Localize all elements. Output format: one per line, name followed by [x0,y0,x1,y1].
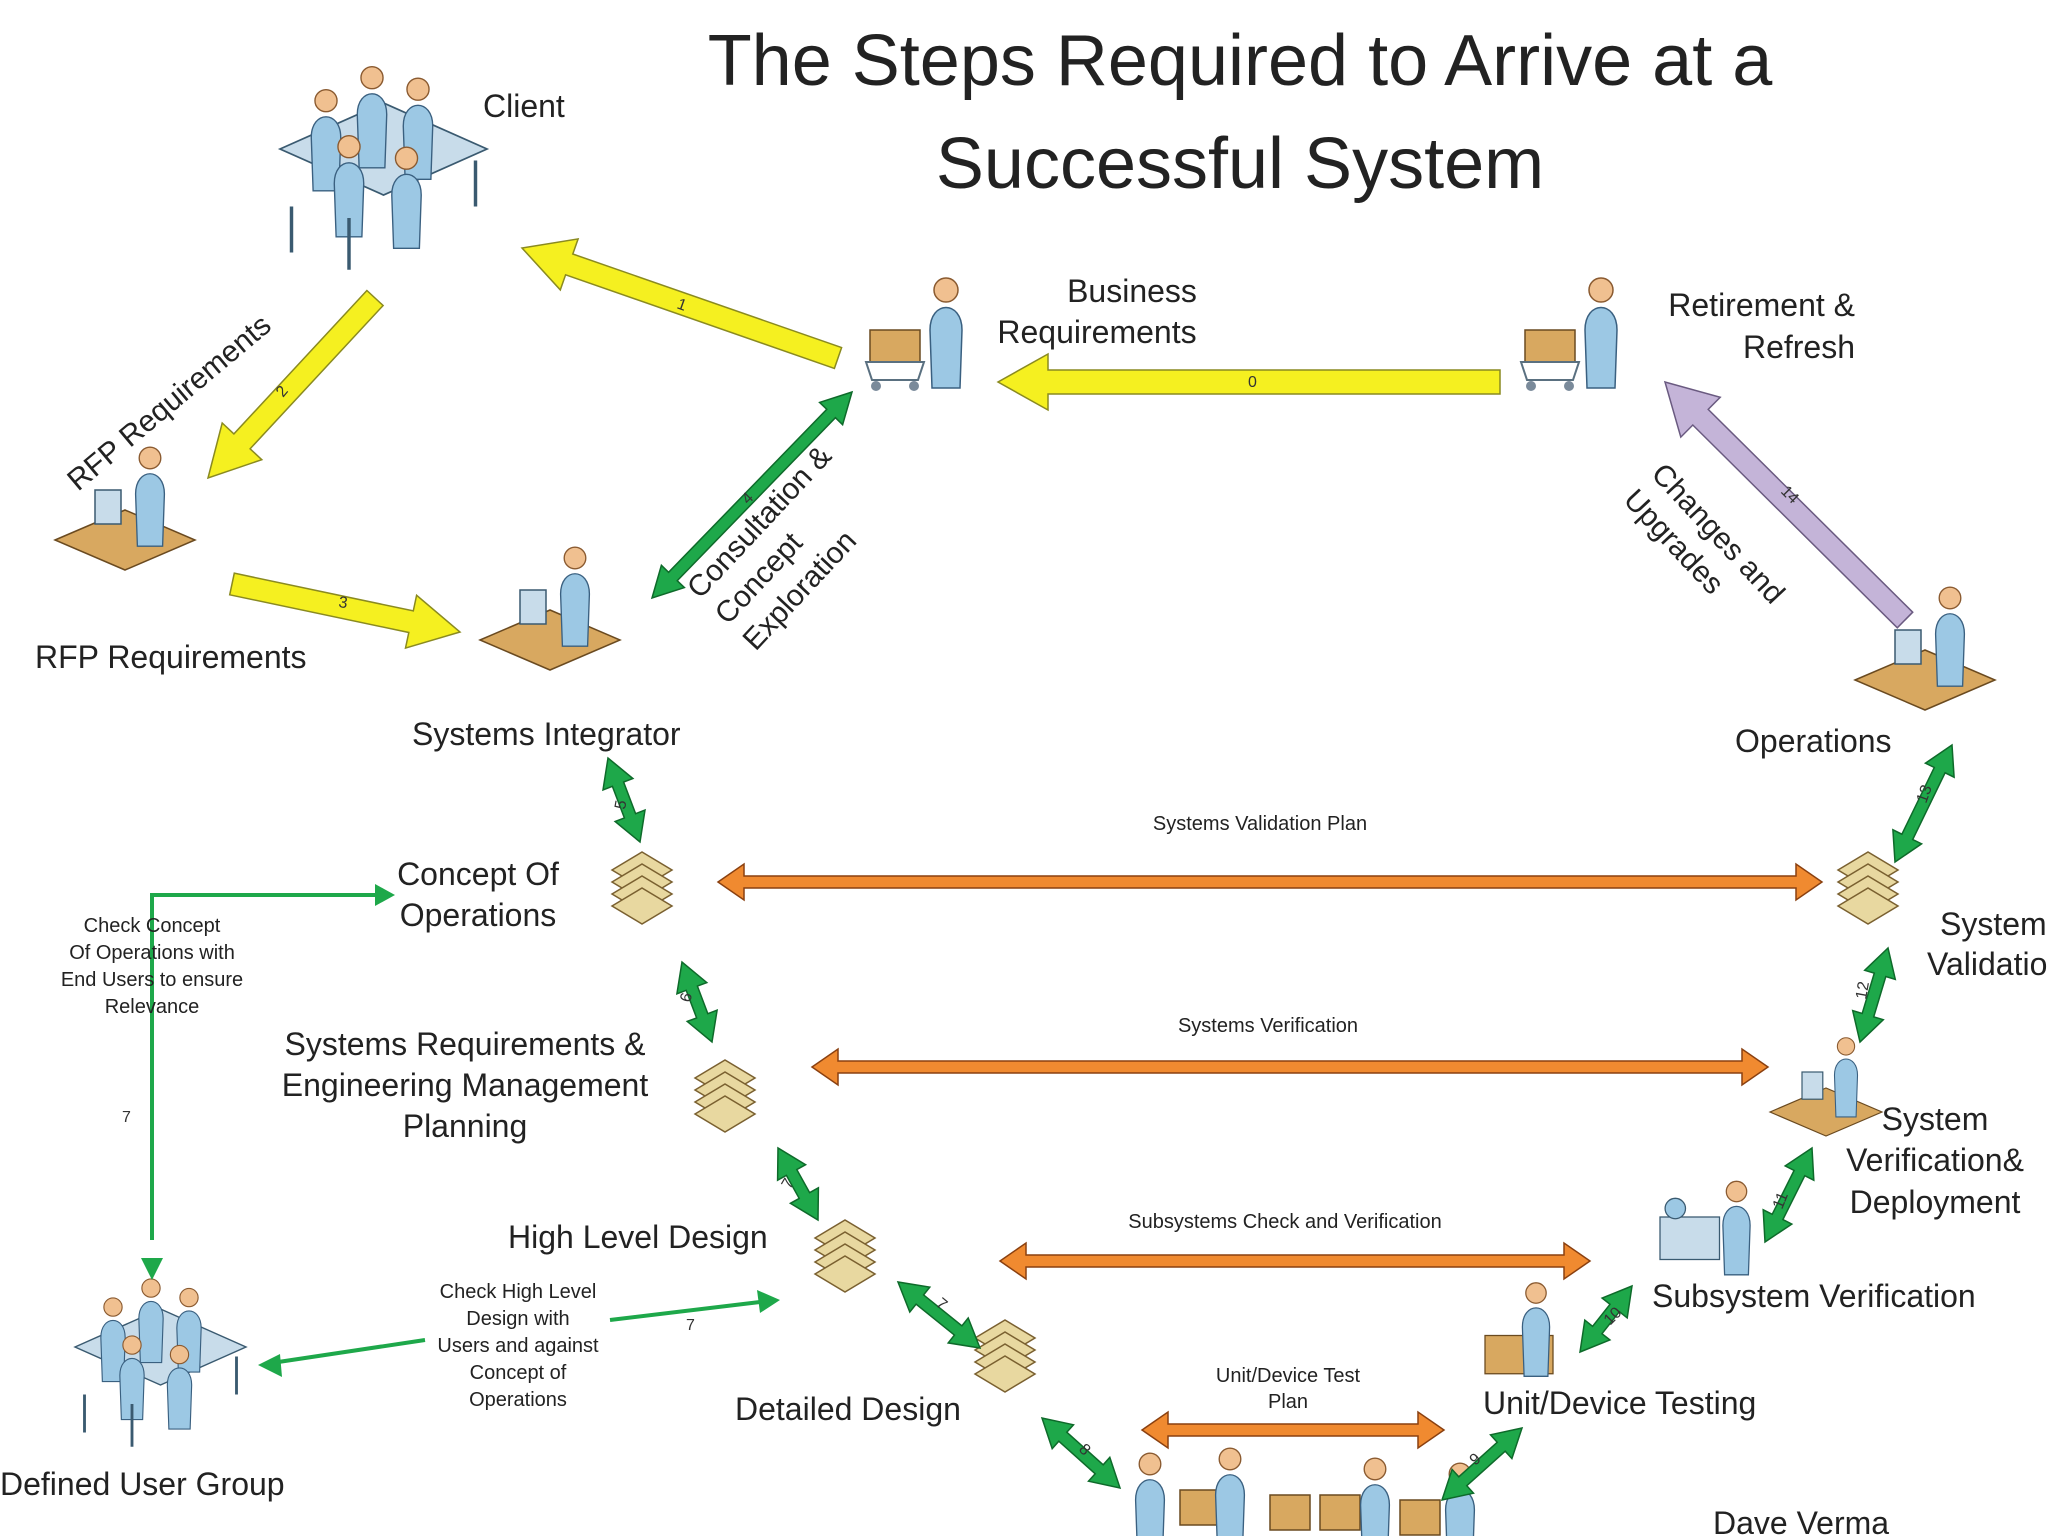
hld-arrowhead [757,1290,780,1313]
arrow-step-3 [228,572,462,650]
hld-docs-icon [814,1219,876,1293]
concept-label-1: Concept Of [397,856,559,892]
check-hld-note-2: Design with [466,1308,569,1330]
arrow-subsystems-check [998,1241,1592,1281]
arrow-step-10 [1579,1284,1633,1354]
arrow-validation-plan [716,862,1824,902]
check-hld-note-3: Users and against [437,1335,599,1357]
arrow-step-7a [776,1146,820,1222]
arrow-unit-test-plan [1140,1410,1446,1450]
arrow-step-8 [1040,1416,1122,1490]
arrow-step-4 [650,390,854,600]
detailed-docs-icon [974,1319,1036,1393]
check-concept-connector [150,893,380,1240]
sys-verif-desk-person-icon [1770,1038,1882,1136]
integrator-desk-person-icon [480,547,620,670]
sys-verif-label-2: Verification& [1846,1142,2024,1178]
user-group-label: Defined User Group [0,1466,285,1502]
step-0: 0 [1248,374,1257,391]
check-hld-connector [264,1300,761,1366]
check-concept-note-4: Relevance [105,996,200,1018]
arrow-step-9 [1440,1426,1524,1502]
sys-verif-label-1: System [1882,1101,1989,1137]
build-team-icon [1134,1447,1476,1536]
title-line2: Successful System [936,124,1544,204]
sysreq-docs-icon [694,1059,756,1133]
sysreq-label-1: Systems Requirements & [284,1026,645,1062]
rfp-diagonal-label: RFP Requirements [61,308,277,497]
sysreq-label-2: Engineering Management [282,1067,649,1103]
retirement-label-1: Retirement & [1668,287,1855,323]
arrow-step-7b [896,1281,982,1349]
retirement-cart-person-icon [1521,278,1617,391]
step-11: 11 [1770,1190,1792,1212]
user-group-left-arrowhead [258,1354,282,1377]
title-line1: The Steps Required to Arrive at a [708,21,1774,101]
arrow-step-12 [1851,946,1897,1044]
business-label-1: Business [1067,273,1197,309]
check-concept-note-2: Of Operations with [69,942,235,964]
step-7c: 7 [122,1109,131,1126]
arrow-step-5 [602,756,646,844]
check-concept-arrowhead [375,884,395,906]
arrow-systems-verification [810,1047,1770,1087]
author-label: Dave Verma [1713,1505,1889,1536]
retirement-label-2: Refresh [1743,329,1855,365]
hld-label: High Level Design [508,1219,768,1255]
arrow-step-11 [1762,1146,1815,1244]
unit-test-plan-label-1: Unit/Device Test [1216,1365,1361,1387]
check-concept-note-3: End Users to ensure [61,969,243,991]
sysreq-label-3: Planning [403,1108,528,1144]
step-12: 12 [1853,980,1873,1001]
consultation-label: Consultation & Concept Exploration [681,440,863,657]
arrow-step-0 [996,352,1501,412]
detailed-design-label: Detailed Design [735,1391,961,1427]
validation-docs-icon [1837,851,1899,925]
sys-verif-label-3: Deployment [1850,1184,2021,1220]
arrow-step-6 [675,960,719,1044]
client-label: Client [483,88,565,124]
client-meeting-icon [280,67,487,270]
check-hld-note-4: Concept of [470,1362,567,1384]
subsystem-verif-worker-icon [1659,1180,1751,1276]
check-hld-note-1: Check High Level [440,1281,597,1303]
concept-label-2: Operations [400,897,557,933]
step-6: 6 [677,991,696,1004]
integrator-label: Systems Integrator [412,716,681,752]
user-group-meeting-icon [75,1279,246,1447]
unit-testing-label: Unit/Device Testing [1483,1385,1756,1421]
system-validation-label-2: Validation [1927,946,2048,982]
operations-label: Operations [1735,723,1892,759]
arrow-step-1 [520,237,843,370]
check-concept-note-1: Check Concept [84,915,221,937]
user-group-arrowhead [141,1258,163,1280]
step-5: 5 [612,799,630,811]
step-13: 13 [1914,783,1936,806]
subsystems-check-label: Subsystems Check and Verification [1128,1211,1442,1233]
unit-testing-worker-icon [1484,1282,1554,1377]
systems-verification-label: Systems Verification [1178,1015,1358,1037]
concept-docs-icon [611,851,673,925]
business-label-2: Requirements [997,314,1196,350]
step-7d: 7 [686,1317,695,1334]
arrow-step-2 [206,289,385,480]
check-hld-note-5: Operations [469,1389,567,1411]
system-validation-label-1: System [1940,906,2047,942]
arrow-step-13 [1892,743,1955,864]
business-cart-person-icon [866,278,962,391]
rfp-station-label: RFP Requirements [35,639,307,675]
subsystem-verification-label: Subsystem Verification [1652,1278,1976,1314]
arrow-step-14 [1663,380,1914,629]
step-3: 3 [337,594,348,612]
validation-plan-label: Systems Validation Plan [1153,813,1367,835]
unit-test-plan-label-2: Plan [1268,1391,1308,1413]
